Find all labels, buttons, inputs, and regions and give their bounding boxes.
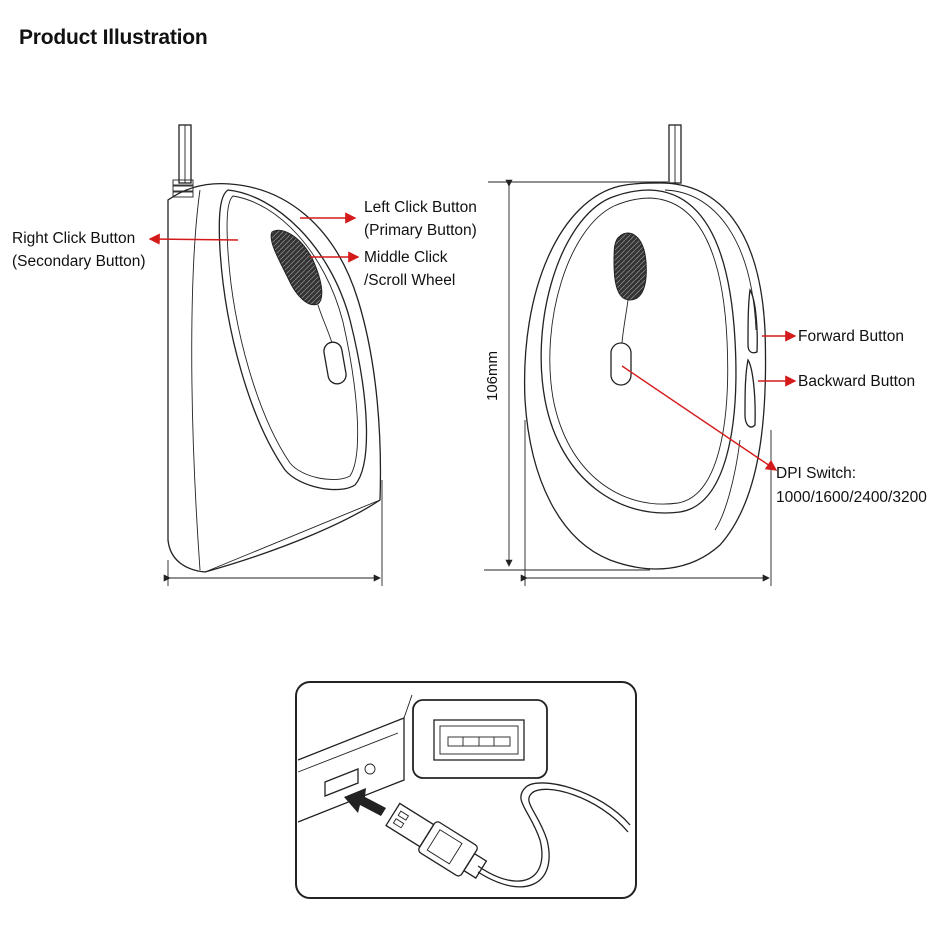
dpi-switch-label: DPI Switch: <box>776 465 856 482</box>
usb-port-inset <box>413 700 547 778</box>
scroll-wheel-right <box>614 233 646 300</box>
dpi-button-left <box>322 341 347 385</box>
backward-button-label: Backward Button <box>798 373 915 390</box>
mouse-right-view: 106mm <box>484 125 771 586</box>
dpi-values-label: 1000/1600/2400/3200 <box>776 489 927 506</box>
forward-button-label: Forward Button <box>798 328 904 345</box>
dpi-button-right <box>611 343 631 385</box>
scroll-wheel-left <box>271 230 322 304</box>
left-click-label: Left Click Button <box>364 199 477 216</box>
height-dimension-label: 106mm <box>484 351 501 401</box>
left-click-sublabel: (Primary Button) <box>364 222 477 239</box>
callouts <box>150 218 795 470</box>
right-click-label: Right Click Button <box>12 230 135 247</box>
middle-click-label: Middle Click <box>364 249 448 266</box>
usb-connection-panel <box>296 682 636 898</box>
right-click-sublabel: (Secondary Button) <box>12 253 146 270</box>
scroll-wheel-label: /Scroll Wheel <box>364 272 455 289</box>
callout-right-click <box>150 239 238 240</box>
mouse-left-view <box>168 125 382 586</box>
backward-button-shape <box>745 360 755 427</box>
